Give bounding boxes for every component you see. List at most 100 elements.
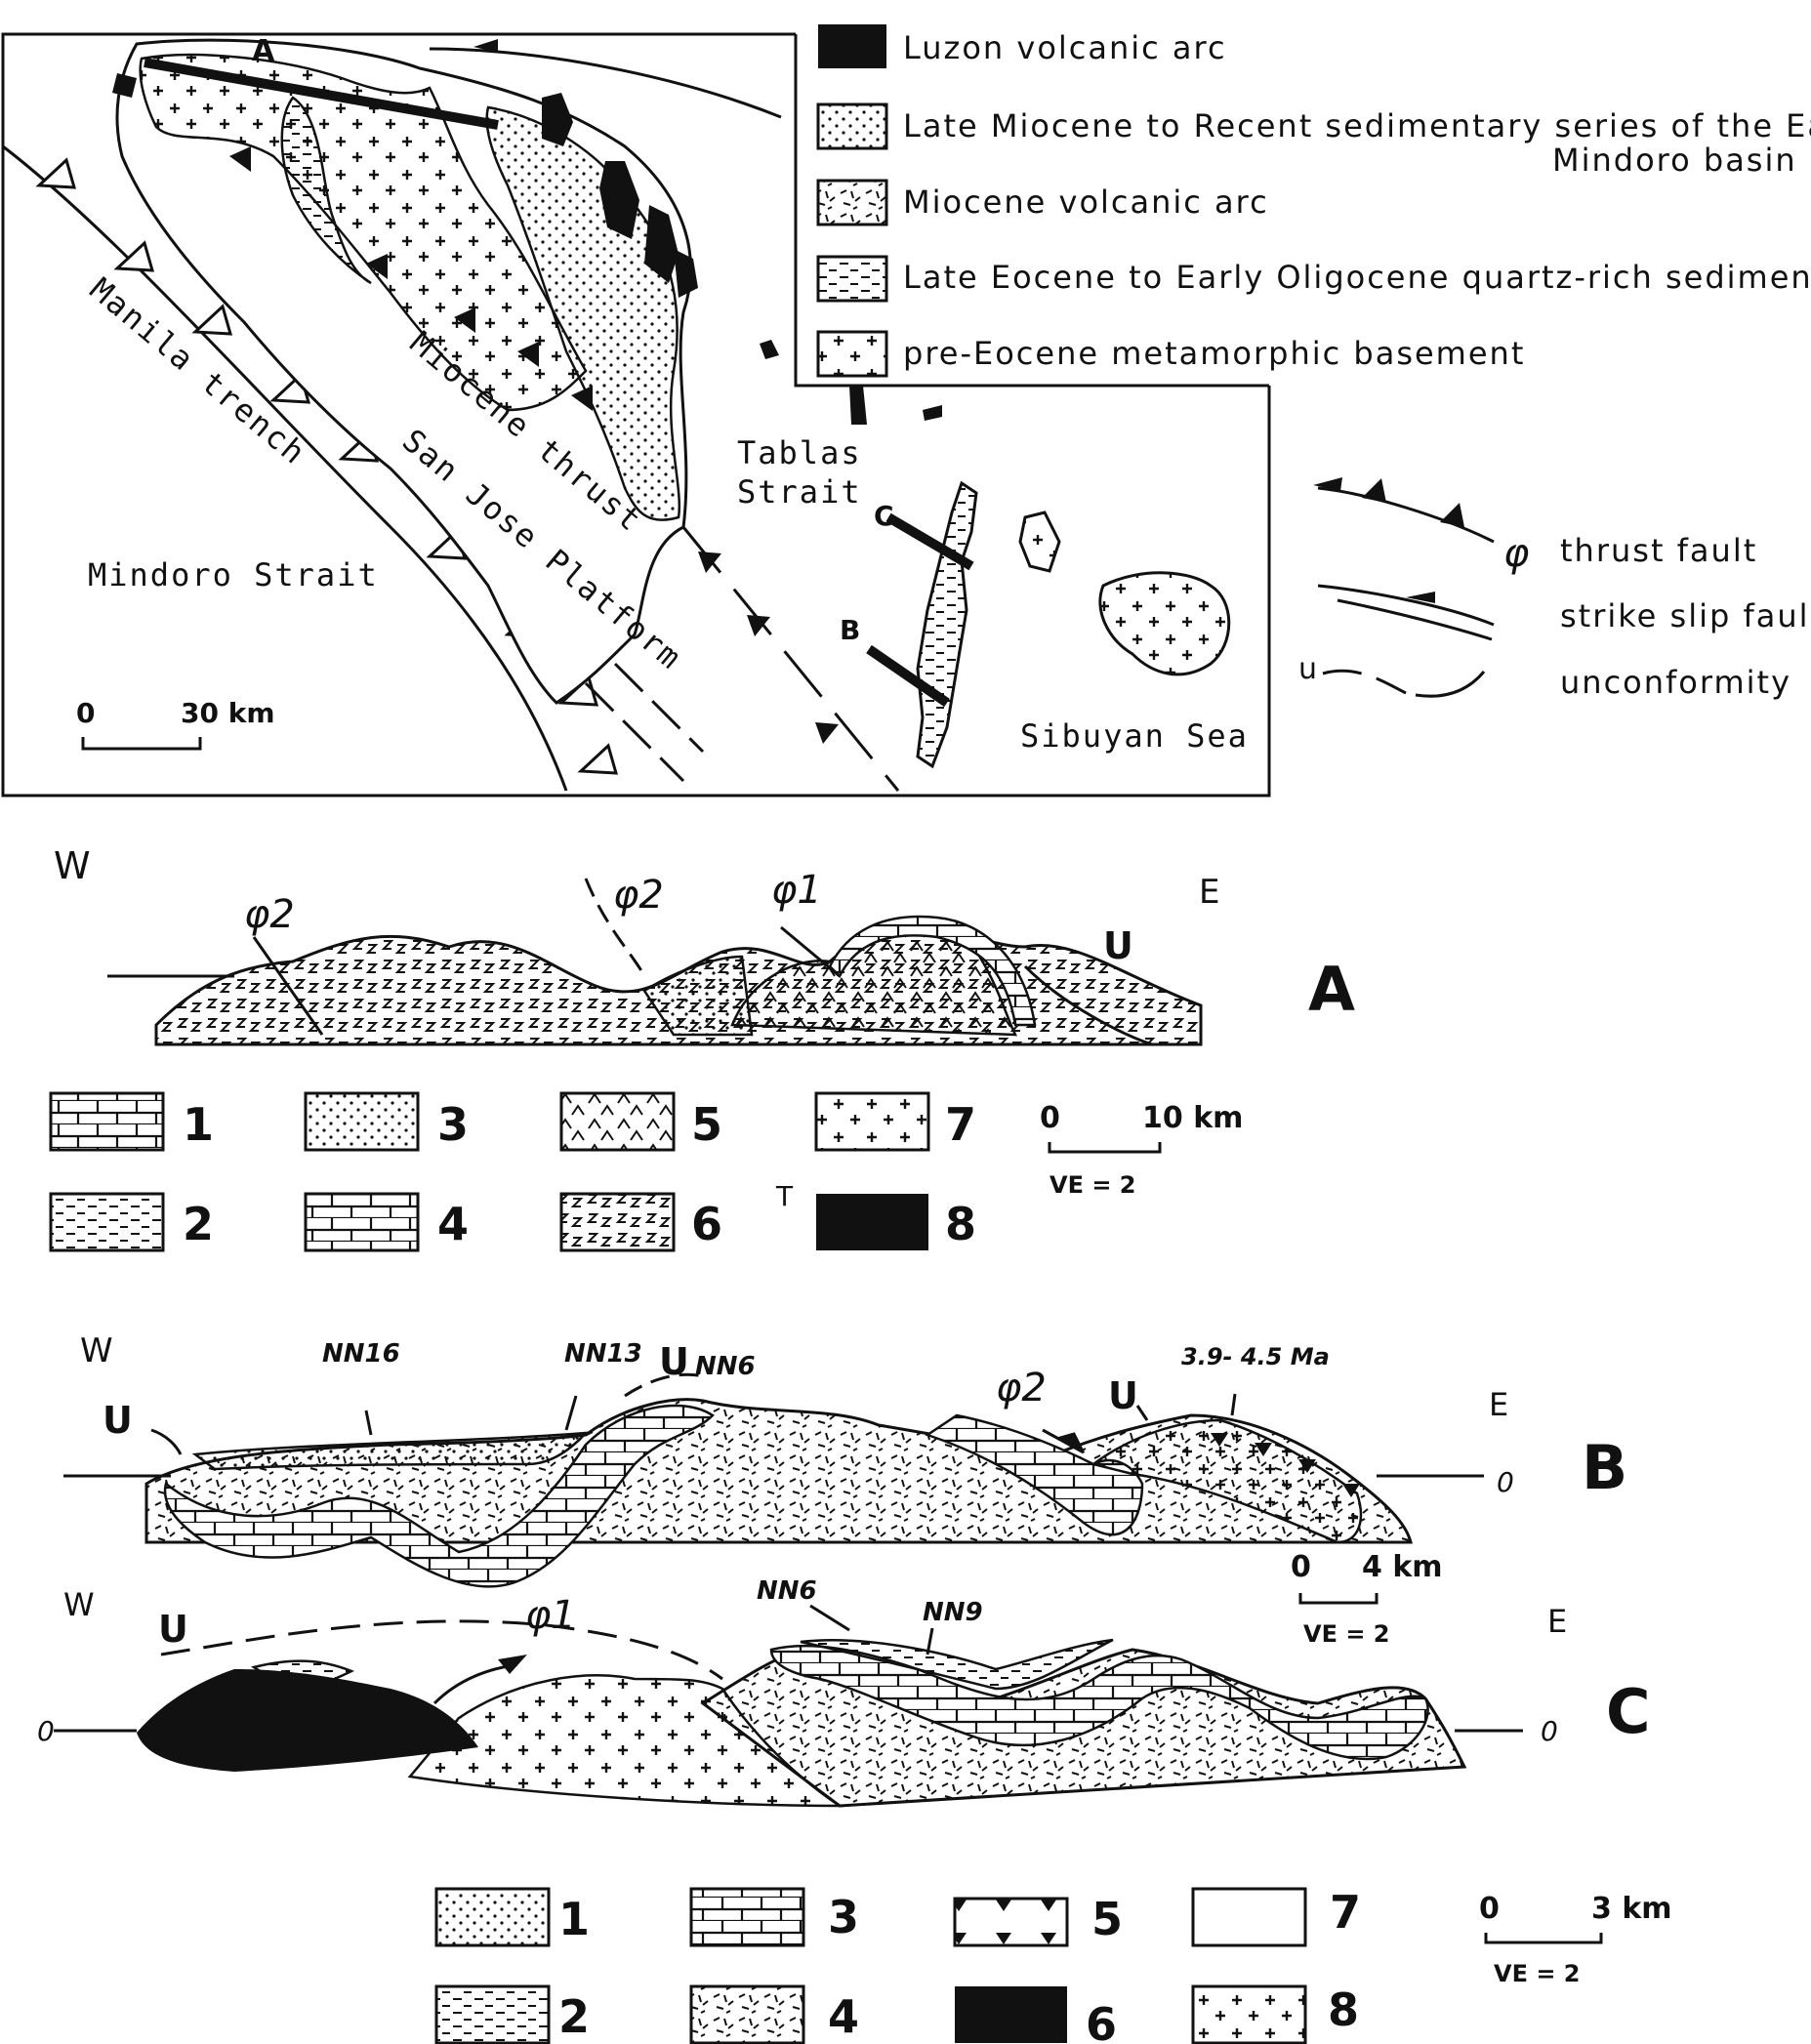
figure-mark-52 — [49, 1192, 165, 1252]
figure-mark-25 — [366, 254, 388, 279]
figure-mark-40 — [1313, 477, 1342, 491]
section-b-dots — [191, 1431, 590, 1471]
figure-mark-76 — [809, 1604, 934, 1656]
symbol-thrust-prefix: φ — [1503, 531, 1529, 576]
figure-text-25: 0 — [1291, 1550, 1311, 1584]
section-b-arrows — [364, 1393, 1237, 1436]
figure-mark-27 — [517, 342, 539, 367]
figure-text-11: 0 — [1040, 1101, 1060, 1135]
figure-mark-21 — [644, 205, 679, 283]
figure-mark-83 — [1191, 1887, 1307, 1947]
figure-text-14: W — [80, 1331, 113, 1370]
figure-mark-20 — [599, 161, 639, 239]
figure-mark-35 — [584, 681, 685, 783]
figure-mark-67 — [1135, 1405, 1149, 1421]
label-strait: Strait — [737, 473, 862, 511]
manila-trench-line — [2, 144, 568, 792]
figure-mark-51 — [49, 1091, 165, 1152]
figure-text-6: 5 — [691, 1098, 722, 1151]
figure-mark-30 — [849, 386, 867, 425]
figure-text-43: 8 — [1328, 1983, 1359, 2036]
section-b-brick-fold-2 — [925, 1413, 1144, 1536]
figure-mark-53 — [304, 1091, 420, 1152]
legend-label-1: Late Miocene to Recent sedimentary serie… — [903, 107, 1811, 144]
figure-text-18: U — [659, 1340, 689, 1383]
figure-mark-56 — [559, 1192, 676, 1252]
section-a-letter: A — [1308, 954, 1355, 1025]
section-b-letter: B — [1582, 1432, 1627, 1503]
figure-mark-33 — [747, 615, 770, 636]
location-map: A C B Manila trench Miocene thrust San J… — [1, 0, 1811, 797]
figure-text-7: 6 — [691, 1198, 722, 1250]
figure-text-46: VE = 2 — [1494, 1960, 1581, 1987]
section-a-faults — [252, 878, 1153, 1046]
figure-mark-72 — [1298, 1593, 1379, 1605]
figure-text-8: 7 — [945, 1098, 976, 1151]
figure-mark-59 — [1048, 1142, 1162, 1154]
figure-text-42: 7 — [1330, 1886, 1361, 1939]
figure-mark-29 — [760, 340, 779, 359]
figure-mark-82 — [955, 1986, 1067, 2043]
figure-mark-62 — [1255, 1443, 1272, 1456]
bottom-scale: 0 3 km VE = 2 — [1479, 1892, 1672, 1987]
symbol-unconf-label: unconformity — [1560, 664, 1791, 701]
figure-text-20: NN16 — [322, 1339, 400, 1369]
section-a-phi1: φ1 — [771, 868, 822, 913]
figure-mark-84 — [1191, 1984, 1307, 2044]
section-a-scale: 0 10 km VE = 2 — [1040, 1101, 1243, 1199]
map-scale: 0 30 km — [76, 697, 275, 751]
figure-mark-42 — [1337, 598, 1493, 641]
cross-section-b: W E B 0 U U U NN16 NN13 NN6 φ2 3.9- 4.5 … — [63, 1331, 1627, 1648]
section-a-label: A — [252, 34, 275, 68]
legend-swatch-volcanic — [816, 179, 888, 226]
figure-text-37: 2 — [558, 1990, 590, 2043]
symbol-legend: φ thrust fault strike slip faul u unconf… — [1298, 477, 1810, 701]
figure-mark-34 — [815, 722, 839, 744]
figure-text-2: 1 — [183, 1098, 214, 1151]
figure-mark-49 — [780, 925, 841, 978]
section-a-u: U — [1103, 924, 1133, 967]
figure-mark-45 — [1415, 671, 1486, 698]
figure-mark-23 — [112, 73, 137, 98]
figure-mark-81 — [953, 1897, 1069, 1947]
section-c-black-block — [137, 1669, 478, 1772]
figure-mark-57 — [814, 1091, 930, 1152]
figure-text-33: φ1 — [525, 1593, 576, 1638]
figure-mark-80 — [689, 1984, 805, 2044]
section-line-a — [144, 58, 499, 130]
label-mindoro-strait: Mindoro Strait — [88, 556, 379, 593]
figure-mark-11 — [113, 240, 155, 272]
figure-text-34: NN6 — [757, 1576, 817, 1606]
figure-mark-75 — [498, 1655, 527, 1674]
figure-text-35: NN9 — [923, 1598, 983, 1627]
sibuyan-island — [1098, 571, 1231, 676]
figure-mark-55 — [559, 1091, 676, 1152]
figure-text-38: 3 — [828, 1891, 859, 1943]
legend-label-1b: Mindoro basin — [1552, 142, 1797, 179]
figure-text-10: T — [775, 1180, 794, 1212]
symbol-strike-label: strike slip faul — [1560, 597, 1810, 634]
figure-text-24: 3.9- 4.5 Ma — [1181, 1343, 1330, 1370]
section-c-label: C — [874, 500, 894, 532]
symbol-unconf-prefix: u — [1298, 652, 1317, 686]
figure-text-39: 4 — [828, 1990, 859, 2043]
map-legend: Luzon volcanic arc Late Miocene to Recen… — [816, 24, 1811, 378]
central-thrust — [681, 526, 900, 792]
section-a-brick-arc — [828, 915, 1037, 1027]
figure-mark-69 — [564, 1395, 578, 1431]
legend-label-4: pre-Eocene metamorphic basement — [903, 335, 1525, 372]
figure-mark-36 — [613, 662, 705, 754]
figure-text-1: 30 km — [181, 697, 275, 729]
section-c-letter: C — [1606, 1676, 1651, 1747]
figure-mark-37 — [81, 737, 202, 751]
figure-mark-58 — [816, 1194, 928, 1250]
eocene-strip — [280, 96, 372, 285]
figure-text-40: 5 — [1091, 1893, 1123, 1945]
figure-text-32: U — [158, 1608, 188, 1651]
figure-mark-12 — [191, 304, 233, 336]
legend-label-2: Miocene volcanic arc — [903, 184, 1269, 221]
symbol-thrust-label: thrust fault — [1560, 532, 1757, 569]
figure-mark-77 — [434, 1887, 551, 1947]
figure-text-44: 0 — [1479, 1892, 1500, 1926]
